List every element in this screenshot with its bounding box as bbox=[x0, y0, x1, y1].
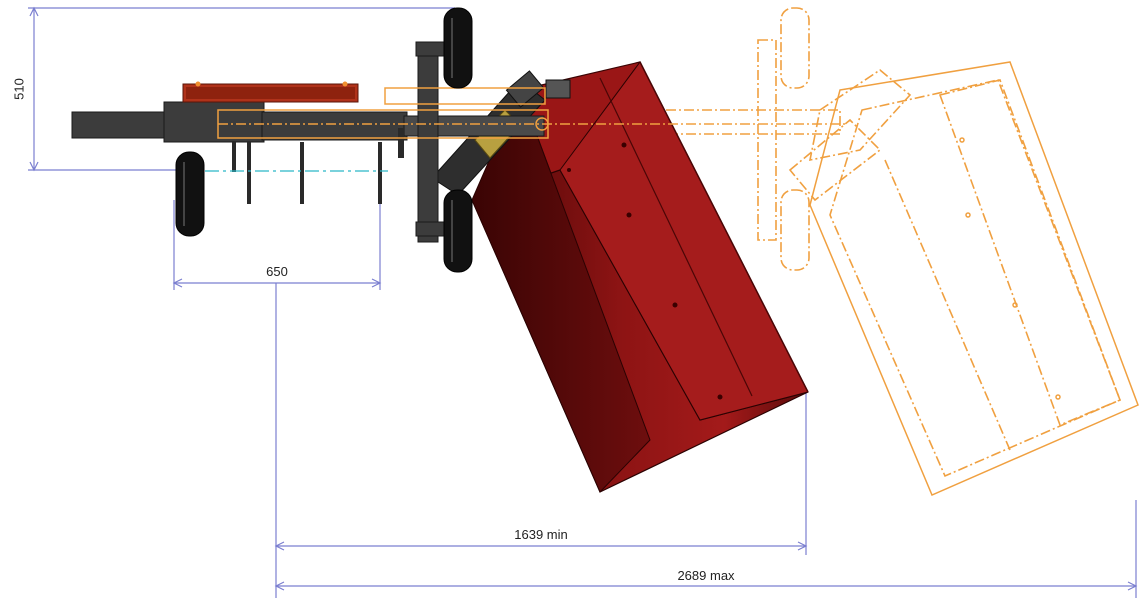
dimension-2689-max: 2689 max bbox=[274, 500, 1138, 598]
dimension-1639-min: 1639 min bbox=[274, 283, 808, 598]
wheel-front-top bbox=[443, 7, 473, 89]
dimension-650: 650 bbox=[172, 190, 382, 290]
extension-boom-outline bbox=[217, 87, 848, 139]
mower-deck bbox=[471, 61, 809, 493]
dimension-510: 510 bbox=[11, 6, 455, 172]
top-tray bbox=[182, 81, 359, 103]
dimension-label-1639-min: 1639 min bbox=[514, 527, 567, 542]
dimension-label-2689-max: 2689 max bbox=[677, 568, 735, 583]
dimension-label-510: 510 bbox=[11, 78, 26, 100]
wheel-rear bbox=[175, 151, 205, 237]
tractor-frame bbox=[71, 41, 545, 243]
wheel-front-bottom bbox=[443, 189, 473, 273]
dimension-label-650: 650 bbox=[266, 264, 288, 279]
